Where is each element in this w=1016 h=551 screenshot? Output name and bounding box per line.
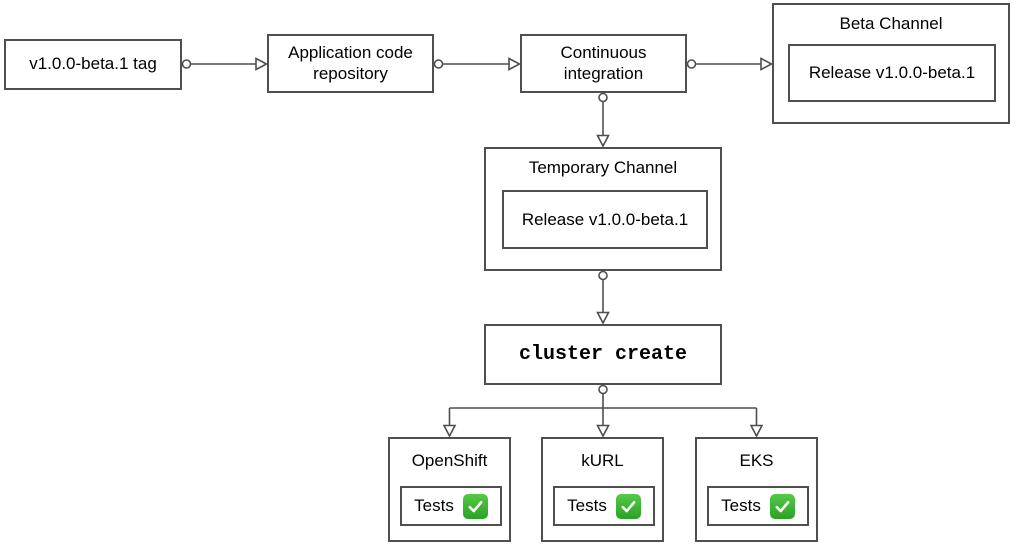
platform-eks-tests: Tests <box>707 486 809 526</box>
connector-cluster-create-to-platforms <box>442 384 764 438</box>
node-cluster-create: cluster create <box>484 324 722 385</box>
connector-ci-to-beta-channel <box>686 57 774 71</box>
node-platform-eks: EKS Tests <box>695 437 818 542</box>
connector-temporary-channel-to-cluster-create <box>596 270 610 325</box>
check-passed-icon <box>615 493 641 519</box>
platform-eks-title: EKS <box>739 451 774 470</box>
temporary-channel-release-label: Release v1.0.0-beta.1 <box>521 209 689 229</box>
node-beta-channel: Beta Channel Release v1.0.0-beta.1 <box>772 3 1010 124</box>
connector-repo-to-ci <box>433 57 522 71</box>
node-version-tag-label: v1.0.0-beta.1 tag <box>29 54 157 74</box>
node-application-code-repository-label: Application code repository <box>288 43 413 83</box>
temporary-channel-title: Temporary Channel <box>528 158 678 177</box>
node-application-code-repository: Application code repository <box>267 34 434 93</box>
tests-label: Tests <box>721 496 761 515</box>
connector-ci-to-temporary-channel <box>596 92 610 148</box>
check-passed-icon <box>769 493 795 519</box>
tests-row: Tests <box>721 493 795 519</box>
beta-channel-title: Beta Channel <box>839 14 943 33</box>
node-version-tag: v1.0.0-beta.1 tag <box>4 39 182 90</box>
beta-channel-release-label: Release v1.0.0-beta.1 <box>808 63 976 82</box>
tests-row: Tests <box>567 493 641 519</box>
temporary-channel-release: Release v1.0.0-beta.1 <box>502 190 708 249</box>
node-cluster-create-label: cluster create <box>518 342 688 366</box>
node-continuous-integration-label: Continuous integration <box>560 43 647 83</box>
beta-channel-release: Release v1.0.0-beta.1 <box>788 44 996 102</box>
platform-openshift-title: OpenShift <box>411 451 488 470</box>
tests-label: Tests <box>414 496 454 515</box>
tests-row: Tests <box>414 493 488 519</box>
check-passed-icon <box>462 493 488 519</box>
node-platform-kurl: kURL Tests <box>541 437 664 542</box>
node-continuous-integration: Continuous integration <box>520 34 687 93</box>
node-temporary-channel: Temporary Channel Release v1.0.0-beta.1 <box>484 147 722 271</box>
platform-kurl-tests: Tests <box>553 486 655 526</box>
node-platform-openshift: OpenShift Tests <box>388 437 511 542</box>
tests-label: Tests <box>567 496 607 515</box>
platform-openshift-tests: Tests <box>400 486 502 526</box>
platform-kurl-title: kURL <box>581 451 624 470</box>
connector-tag-to-repo <box>181 57 269 71</box>
